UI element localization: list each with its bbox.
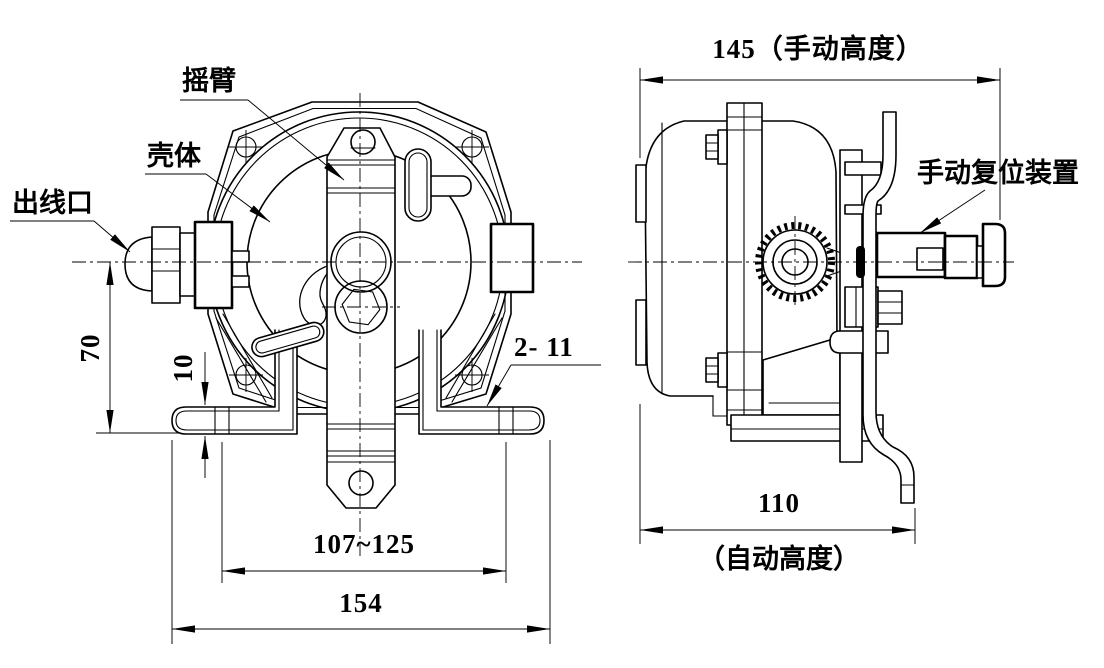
mounting-foot-left [171,329,298,435]
dim-slot-span: 107~125 [313,529,415,559]
front-dimensions: 70 10 107~125 154 [75,262,551,644]
dim-overall-width: 154 [339,588,383,618]
side-hinge-upper [635,164,647,223]
bracket-arm [829,330,889,354]
gland-flange [193,220,234,310]
side-view: 145（手动高度） 手动复位装置 110 （自动高度） [628,33,1079,574]
housing-skirt [215,313,503,403]
foot-slot-left [214,406,230,435]
terminal-block [489,222,535,294]
plunger-knob [981,222,1007,288]
screw-hole [455,358,489,392]
label-rocker-arm: 摇臂 [182,66,236,96]
reset-plunger [856,222,1007,288]
mounting-foot-right [418,329,545,435]
arm-top-screw [350,129,376,155]
note-auto-height: （自动高度） [698,543,860,574]
front-center-lines [72,93,582,556]
rocker-arm [326,127,396,509]
side-labels-dimensions: 145（手动高度） 手动复位装置 110 （自动高度） [639,33,1079,574]
label-housing: 壳体 [147,141,202,171]
label-manual-reset: 手动复位装置 [917,157,1079,188]
foot-slot-right [498,406,514,435]
dim-70: 70 [75,334,105,363]
side-hinge-lower [635,299,647,366]
dim-auto-width: 110 [758,488,800,518]
arm-bottom-screw [348,470,374,496]
screw-hole [229,130,263,164]
screw-hole [455,130,489,164]
label-wire-outlet: 出线口 [12,188,93,218]
label-holes-callout: 2- 11 [514,332,574,362]
cam-hook [299,263,336,326]
front-labels: 摇臂 壳体 出线口 2- 11 [10,66,601,407]
cable-gland [124,220,250,310]
t-slot [404,148,472,222]
plunger-notch [916,247,944,271]
clamp-bolt-bottom [705,352,728,388]
front-view: 摇臂 壳体 出线口 2- 11 70 10 107~125 [10,66,601,644]
gland-nut [151,226,181,304]
dim-manual-height: 145（手动高度） [712,33,924,64]
screw-hole [229,358,263,392]
clamp-bolt-top [705,129,728,165]
dim-10: 10 [168,354,198,383]
gland-dome-cap [124,236,153,292]
z-bracket [862,111,915,504]
angled-slot [251,321,325,358]
plate-screw-holes [229,130,489,392]
side-housing [635,120,838,417]
